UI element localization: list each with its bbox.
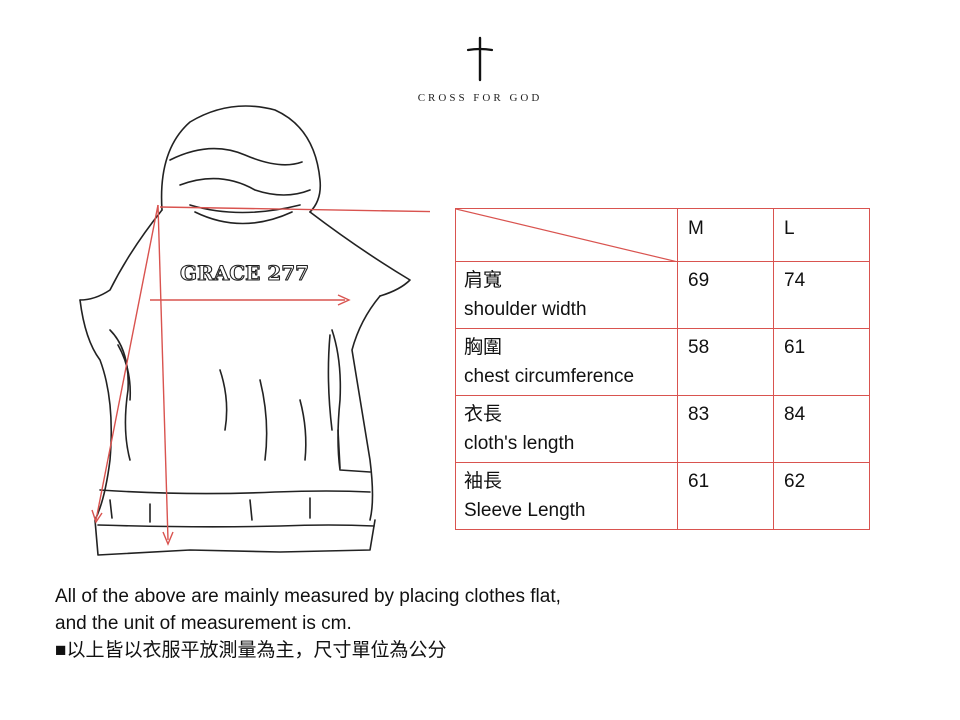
- cell-value: 61: [773, 328, 870, 396]
- brand-name: CROSS FOR GOD: [417, 92, 543, 104]
- note-line-1: All of the above are mainly measured by …: [55, 586, 561, 607]
- row-label-en: cloth's length: [464, 433, 575, 454]
- print-text: GRACE 277: [180, 261, 309, 285]
- measurement-notes: All of the above are mainly measured by …: [55, 583, 561, 664]
- row-label-cn: 胸圍: [464, 337, 503, 358]
- table-row: 肩寬 shoulder width 69 74: [455, 261, 870, 329]
- row-label-cn: 肩寬: [464, 270, 503, 291]
- row-label-cn: 衣長: [464, 404, 503, 425]
- cell-value: 61: [677, 462, 774, 530]
- row-label-cn: 袖長: [464, 471, 503, 492]
- cell-value: 83: [677, 395, 774, 463]
- row-label-en: chest circumference: [464, 366, 635, 387]
- table-row: 胸圍 chest circumference 58 61: [455, 328, 870, 396]
- size-chart-table: M L 肩寬 shoulder width 69 74 胸圍 chest circu…: [455, 208, 870, 530]
- cell-value: 84: [773, 395, 870, 463]
- hoodie-drawing: GRACE 277: [79, 105, 430, 556]
- table-row: 衣長 cloth's length 83 84: [455, 395, 870, 463]
- column-header-l: L: [773, 208, 870, 262]
- note-line-3: ■以上皆以衣服平放測量為主，尺寸單位為公分: [55, 640, 447, 661]
- column-header-m: M: [677, 208, 774, 262]
- cell-value: 58: [677, 328, 774, 396]
- table-row: 袖長 Sleeve Length 61 62: [455, 462, 870, 530]
- cell-value: 74: [773, 261, 870, 329]
- note-line-2: and the unit of measurement is cm.: [55, 613, 352, 634]
- row-label-en: shoulder width: [464, 299, 587, 320]
- brand-logo: CROSS FOR GOD: [400, 36, 560, 104]
- cell-value: 62: [773, 462, 870, 530]
- cross-icon: [466, 36, 494, 82]
- cell-value: 69: [677, 261, 774, 329]
- row-label-en: Sleeve Length: [464, 500, 586, 521]
- corner-cell: [455, 208, 678, 262]
